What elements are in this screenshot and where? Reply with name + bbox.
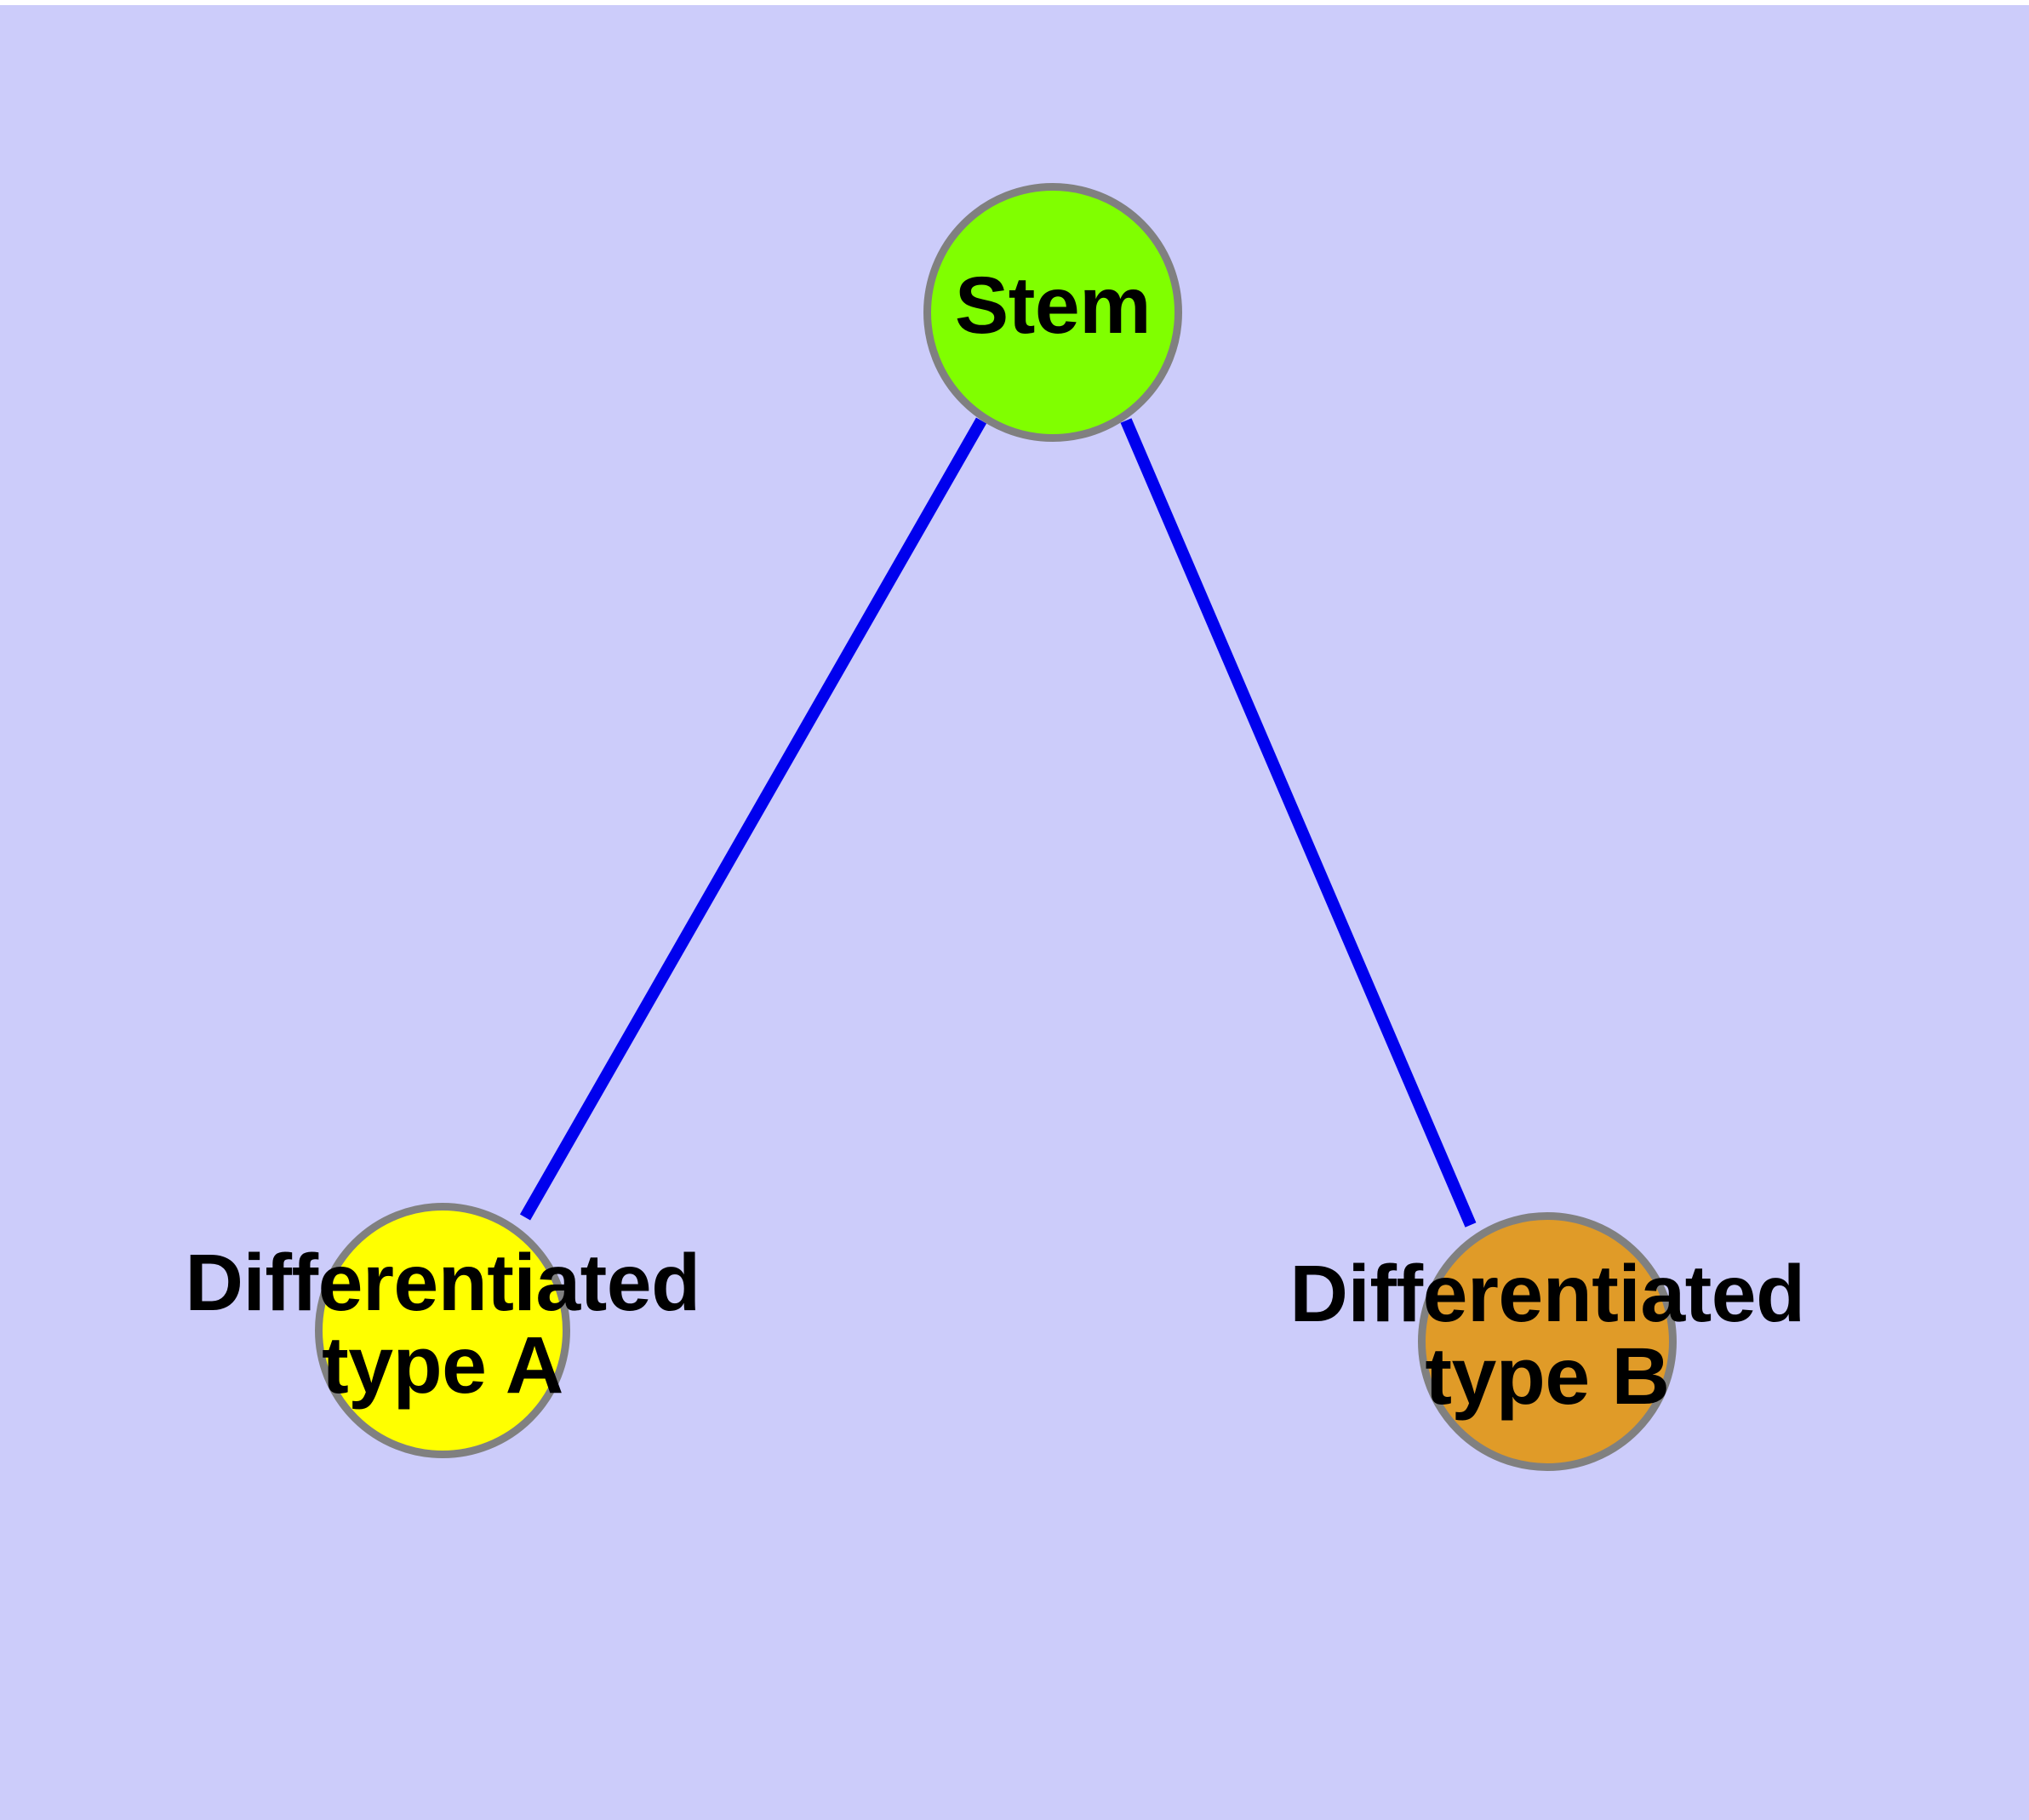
edge-stem-to-type-b	[1120, 418, 1477, 1228]
edge-stem-to-type-a	[519, 417, 987, 1221]
edges-group	[519, 417, 1477, 1228]
nodes-group	[315, 183, 1677, 1471]
node-differentiated-type-a[interactable]	[315, 1203, 570, 1458]
node-differentiated-type-b[interactable]	[1418, 1212, 1677, 1471]
node-stem[interactable]	[923, 183, 1182, 442]
